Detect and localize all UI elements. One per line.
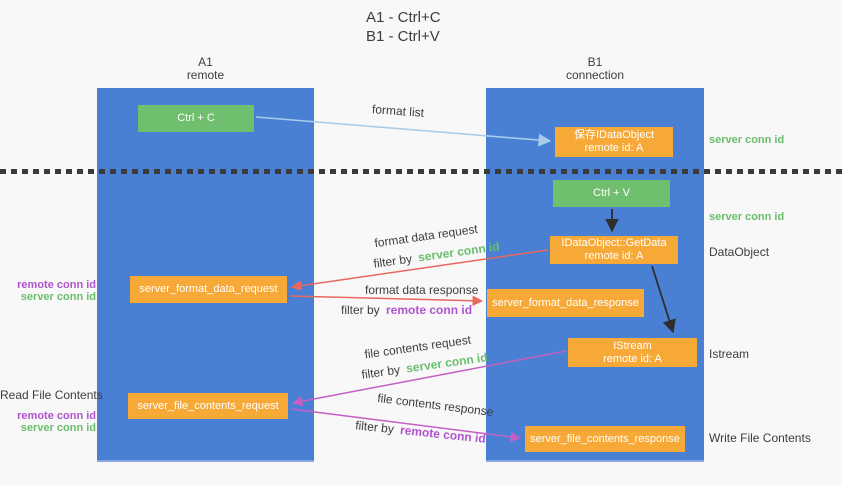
node-server-file-contents-request: server_file_contents_request: [128, 393, 288, 419]
node-ctrl-c: Ctrl + C: [138, 105, 254, 132]
node-istream: IStream remote id: A: [568, 338, 697, 367]
right-label-write-file-contents: Write File Contents: [709, 431, 811, 445]
node-server-file-contents-request-label: server_file_contents_request: [137, 399, 279, 412]
filter-by-prefix: filter by: [372, 251, 417, 271]
left-label-remote-conn-id-file: remote conn id: [17, 410, 96, 422]
right-label-server-conn-id-mid: server conn id: [709, 211, 785, 223]
arrow-label-filter-by-remote-conn-id-1: filter by remote conn id: [341, 303, 472, 317]
filter-by-remote-conn-id-value: remote conn id: [386, 303, 473, 317]
node-save-idataobject-line2: remote id: A: [584, 142, 644, 154]
right-label-istream: Istream: [709, 347, 750, 361]
filter-by-prefix: filter by: [341, 303, 384, 317]
node-istream-line1: IStream: [613, 339, 652, 352]
left-label-server-conn-id-format: server conn id: [20, 291, 96, 303]
node-server-format-data-request: server_format_data_request: [130, 276, 287, 303]
node-save-idataobject: 保存IDataObject remote id: A: [555, 127, 673, 157]
left-label-read-file-contents: Read File Contents: [0, 388, 103, 402]
right-label-dataobject: DataObject: [709, 245, 770, 259]
column-b1-role: connection: [565, 68, 625, 82]
arrow-label-format-list: format list: [371, 102, 425, 120]
title-line-2: B1 - Ctrl+V: [366, 28, 440, 45]
column-a1-name: A1: [198, 55, 213, 69]
node-ctrl-c-label: Ctrl + C: [177, 112, 215, 124]
node-ctrl-v-label: Ctrl + V: [593, 187, 630, 199]
arrow-label-filter-by-remote-conn-id-2: filter by remote conn id: [355, 418, 487, 446]
column-b1-name: B1: [587, 55, 603, 69]
node-server-format-data-response: server_format_data_response: [487, 289, 644, 317]
filter-by-prefix: filter by: [354, 418, 398, 437]
node-idataobject-getdata: IDataObject::GetData remote id: A: [550, 236, 678, 264]
node-ctrl-v: Ctrl + V: [553, 180, 670, 207]
node-server-format-data-response-label: server_format_data_response: [492, 296, 639, 309]
diagram-title: A1 - Ctrl+C B1 - Ctrl+V: [366, 8, 441, 46]
filter-by-prefix: filter by: [360, 362, 405, 382]
left-label-remote-conn-id-format: remote conn id: [17, 279, 96, 291]
node-idataobject-getdata-line1: IDataObject::GetData: [561, 237, 667, 249]
column-header-b1: B1 connection: [486, 56, 704, 82]
column-a1-role: remote: [186, 68, 225, 82]
node-idataobject-getdata-line2: remote id: A: [584, 250, 644, 262]
node-server-format-data-request-label: server_format_data_request: [139, 283, 278, 295]
title-line-1: A1 - Ctrl+C: [366, 9, 441, 26]
node-istream-line2: remote id: A: [603, 352, 662, 365]
filter-by-remote-conn-id-value: remote conn id: [399, 422, 487, 446]
arrow-label-file-contents-response: file contents response: [376, 390, 495, 420]
node-server-file-contents-response-label: server_file_contents_response: [530, 432, 680, 445]
left-label-server-conn-id-file: server conn id: [20, 422, 96, 434]
node-save-idataobject-line1: 保存IDataObject: [573, 129, 655, 141]
session-divider-line: [0, 169, 842, 174]
column-header-a1: A1 remote: [97, 56, 314, 82]
node-server-file-contents-response: server_file_contents_response: [525, 426, 685, 452]
arrow-label-format-data-response: format data response: [365, 283, 479, 297]
right-label-server-conn-id-top: server conn id: [709, 134, 785, 146]
